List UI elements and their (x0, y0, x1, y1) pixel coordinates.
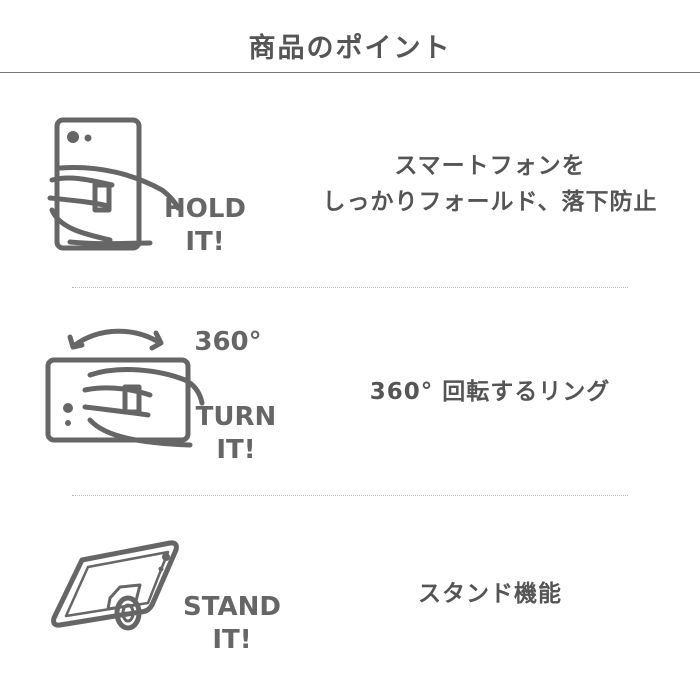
title-divider (0, 72, 700, 73)
feature-stand-text: スタンド機能 (418, 581, 562, 607)
stand-phone-icon: STAND IT! (51, 540, 281, 655)
feature-turn-text: 360° 回転するリング (369, 379, 611, 405)
badge-turn: TURN (196, 402, 277, 432)
page-title: 商品のポイント (248, 33, 452, 64)
badge-360: 360° (194, 327, 261, 357)
badge-hold: HOLD (164, 194, 246, 224)
dotted-divider (72, 287, 628, 288)
badge-stand: STAND (183, 592, 281, 622)
feature-text-line: しっかりフォールド、落下防止 (322, 189, 658, 215)
feature-text-line: スマートフォンを (394, 153, 586, 179)
hold-phone-icon: HOLD IT! (47, 117, 246, 257)
feature-hold-text: スマートフォンを しっかりフォールド、落下防止 (280, 148, 700, 220)
dotted-divider (72, 495, 628, 496)
badge-it: IT! (185, 227, 224, 257)
badge-it: IT! (216, 435, 255, 465)
badge-it: IT! (212, 625, 251, 655)
rotate-phone-icon: 360° TURN IT! (45, 327, 277, 465)
